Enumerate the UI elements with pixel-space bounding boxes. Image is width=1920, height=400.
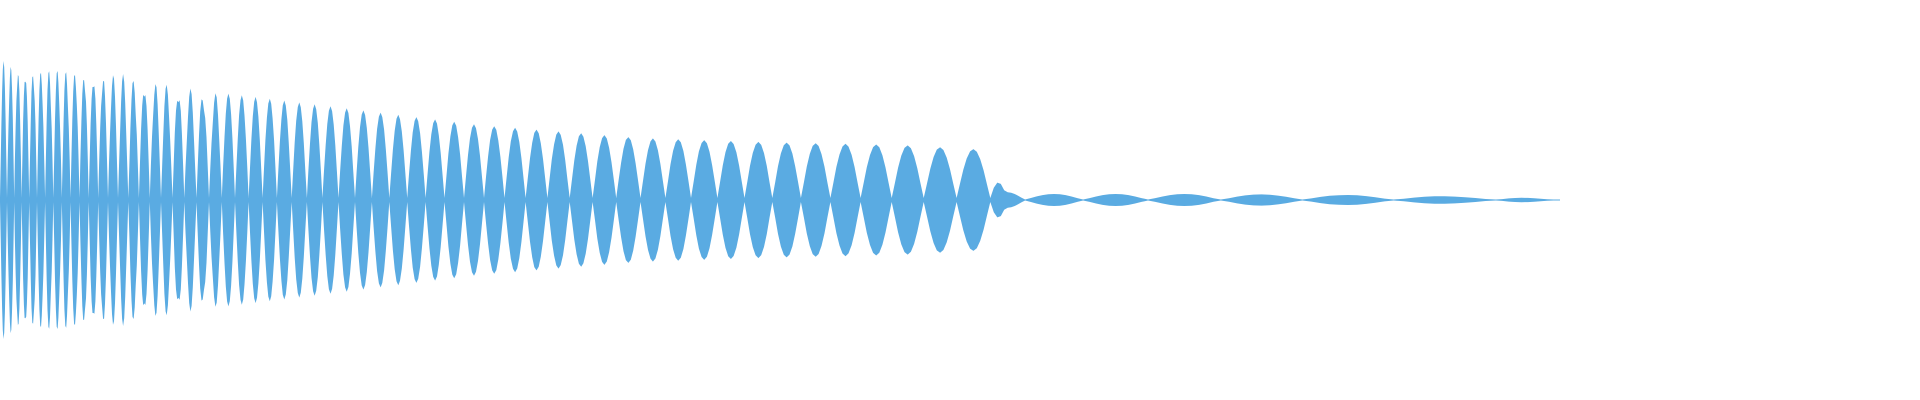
waveform-shape bbox=[0, 61, 1560, 339]
